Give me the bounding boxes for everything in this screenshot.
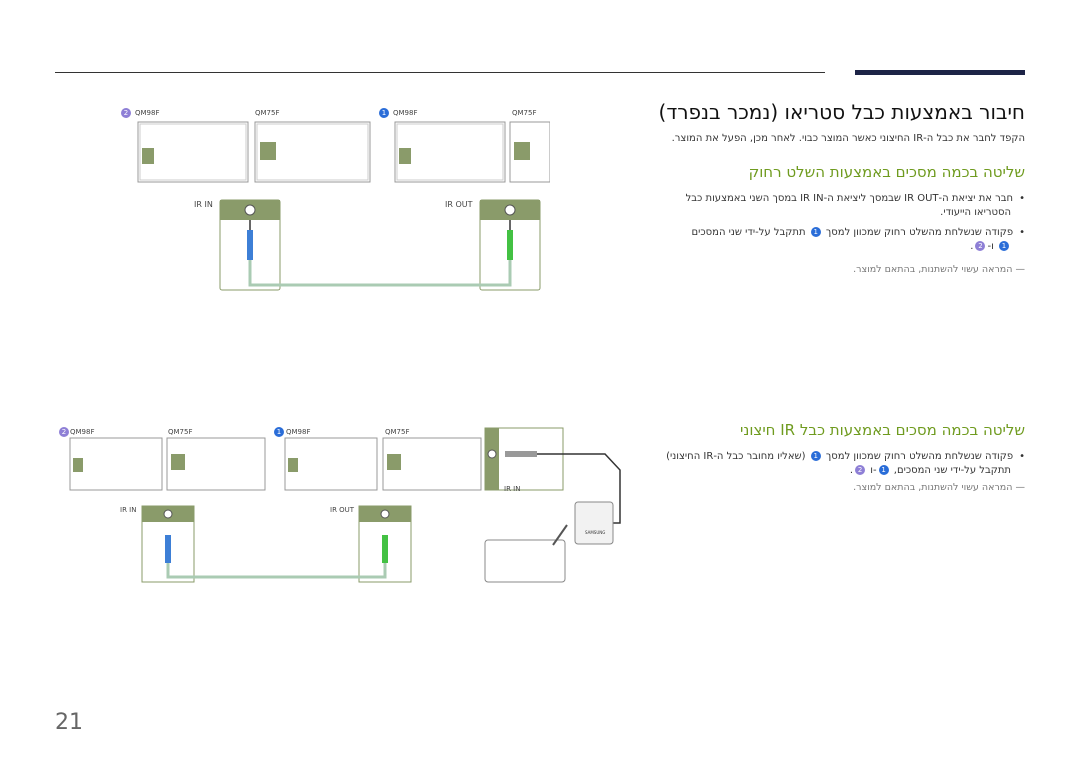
section1-bullet2-text-c: ו- xyxy=(987,241,994,252)
label-ir-out: IR OUT xyxy=(445,200,473,209)
display-qm75f-2b xyxy=(166,437,266,491)
label-qm98f-2: QM98F xyxy=(135,109,160,117)
section1-note-text: המראה עשוי להשתנות, בהתאם למוצר. xyxy=(853,264,1013,275)
marker-1: 1 xyxy=(878,465,889,475)
page-number: 21 xyxy=(55,710,83,735)
section1-bullet2: פקודה שנשלחת מהשלט רחוק שמכוון למסך 1 תת… xyxy=(692,226,1025,254)
display-qm75f-1 xyxy=(509,121,550,183)
marker-1: 1 xyxy=(810,227,821,237)
section1-bullet2-line2: 1 ו-2. xyxy=(692,240,1011,254)
section1-bullet2-text-a: פקודה שנשלחת מהשלט רחוק שמכוון למסך xyxy=(825,227,1014,238)
label-ir-out-2: IR OUT xyxy=(330,506,355,514)
section1-note: — המראה עשוי להשתנות, בהתאם למוצר. xyxy=(853,264,1025,275)
label-ir-in-2: IR IN xyxy=(120,506,137,514)
display-qm75f-1b xyxy=(382,437,482,491)
section2-heading: שליטה בכמה מסכים באמצעות כבל IR חיצוני xyxy=(739,421,1025,439)
marker-2: 2 xyxy=(855,465,866,475)
intro-text: הקפד לחבר את כבל ה-IR החיצוני כאשר המוצר… xyxy=(671,133,1025,144)
marker-2: 2 xyxy=(59,427,69,437)
display-qm98f-1b xyxy=(284,437,378,491)
label-qm75f-2: QM75F xyxy=(255,109,280,117)
section2-bullet1-text-b: (שאליו מחובר כבל ה-IR החיצוני) xyxy=(666,451,806,462)
label-qm75f-1b: QM75F xyxy=(385,428,410,436)
section2-bullet1-line2: תתקבל על-ידי שני המסכים, 1-ו 2. xyxy=(849,465,1011,476)
header-accent-bar xyxy=(855,70,1025,75)
samsung-logo: SAMSUNG xyxy=(585,530,606,535)
section1-bullet1-line1: חבר את יציאת ה-IR OUT שבמסך ליציאת ה-IR … xyxy=(686,192,1025,206)
label-qm98f-1: QM98F xyxy=(393,109,418,117)
diagram-1 xyxy=(137,121,550,291)
section2-note: — המראה עשוי להשתנות, בהתאם למוצר. xyxy=(853,482,1025,493)
marker-1: 1 xyxy=(999,241,1009,251)
display-qm98f-1 xyxy=(394,121,506,183)
label-qm98f-1b: QM98F xyxy=(286,428,311,436)
section2-bullet1-text-a: פקודה שנשלחת מהשלט רחוק שמכוון למסך xyxy=(825,451,1014,462)
marker-1: 1 xyxy=(379,108,389,118)
display-qm75f-2 xyxy=(254,121,371,183)
section2-bullet1-text-c: תתקבל על-ידי שני המסכים, xyxy=(893,465,1011,476)
marker-1: 1 xyxy=(810,451,821,461)
marker-2: 2 xyxy=(121,108,131,118)
section1-heading: שליטה בכמה מסכים באמצעות השלט רחוק xyxy=(748,163,1025,181)
section1-bullet2-text-b: תתקבל על-ידי שני המסכים xyxy=(691,227,806,238)
section2-note-text: המראה עשוי להשתנות, בהתאם למוצר. xyxy=(853,482,1013,493)
diagram-2 xyxy=(69,427,621,583)
display-qm98f-2b xyxy=(69,437,163,491)
marker-1: 1 xyxy=(274,427,284,437)
label-ir-in: IR IN xyxy=(194,200,213,209)
section1-bullet1-line2: הסטריאו הייעודי. xyxy=(940,207,1011,218)
section2-bullet1-line1: פקודה שנשלחת מהשלט רחוק שמכוון למסך 1 (ש… xyxy=(666,450,1025,464)
section1-bullet2-line1: פקודה שנשלחת מהשלט רחוק שמכוון למסך 1 תת… xyxy=(692,226,1025,240)
label-qm75f-1: QM75F xyxy=(512,109,537,117)
marker-2: 2 xyxy=(975,241,986,251)
section1-bullet1: חבר את יציאת ה-IR OUT שבמסך ליציאת ה-IR … xyxy=(686,192,1025,220)
display-qm98f-2 xyxy=(137,121,249,183)
page-title: חיבור באמצעות כבל סטריאו (נמכר בנפרד) xyxy=(658,100,1025,124)
label-qm98f-2b: QM98F xyxy=(70,428,95,436)
label-ir-in-ext: IR IN xyxy=(504,485,521,493)
section2-bullet1: פקודה שנשלחת מהשלט רחוק שמכוון למסך 1 (ש… xyxy=(666,450,1025,478)
header-rule xyxy=(55,72,825,73)
label-qm75f-2b: QM75F xyxy=(168,428,193,436)
